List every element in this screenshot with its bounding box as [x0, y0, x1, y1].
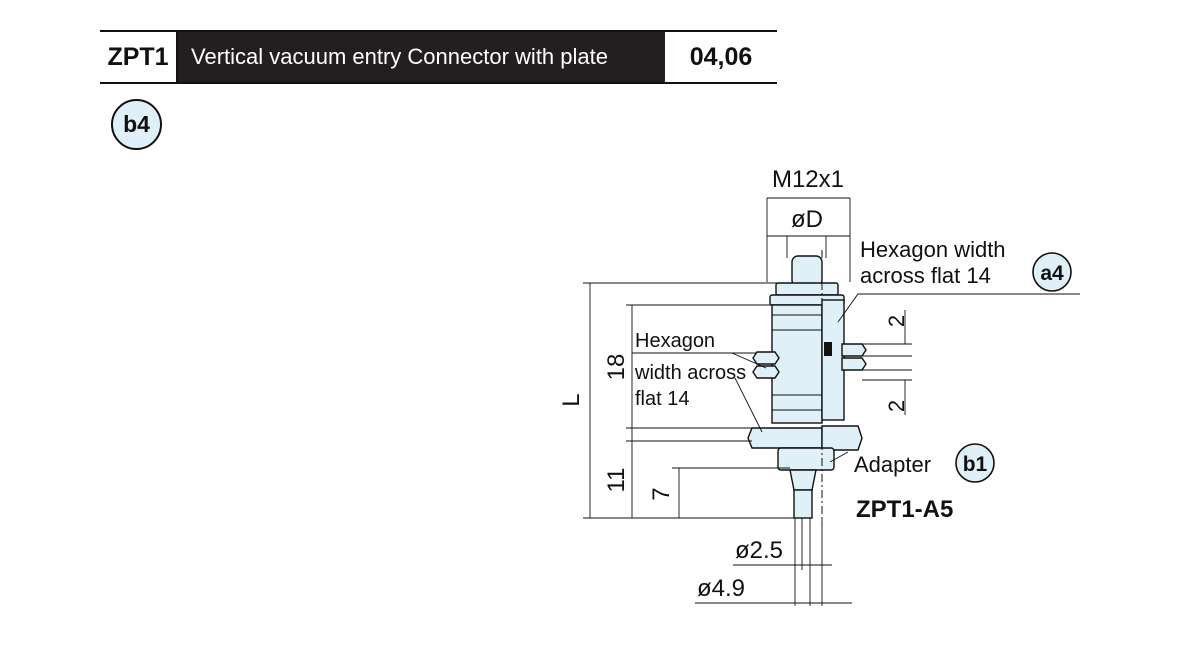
barb-fitting: [789, 469, 817, 491]
seal-mark: [824, 342, 832, 356]
adapter-part-number: ZPT1-A5: [856, 496, 953, 523]
product-title: Vertical vacuum entry Connector with pla…: [178, 32, 665, 82]
title-bar: ZPT1 Vertical vacuum entry Connector wit…: [100, 30, 777, 84]
nut-left-2: [752, 365, 780, 379]
model-code: ZPT1: [100, 32, 178, 82]
dia-large-label: ø4.9: [697, 575, 745, 602]
section-badge: b4: [111, 99, 162, 150]
adapter-badge: b1: [963, 453, 988, 476]
barb-tube: [793, 489, 813, 519]
dim-11-label: 11: [603, 468, 630, 493]
nut-right-2: [841, 357, 867, 371]
hex-top-badge: a4: [1040, 262, 1064, 285]
dim-2-bottom-label: 2: [884, 400, 909, 412]
threaded-body: [771, 304, 823, 424]
dim-2-top-label: 2: [884, 315, 909, 327]
adapter-body: [777, 447, 835, 471]
hex-left-line1: Hexagon: [635, 330, 715, 352]
hex-top-line2: across flat 14: [860, 263, 991, 288]
bore-label: øD: [791, 206, 823, 233]
dia-small-label: ø2.5: [735, 537, 783, 564]
hex-left-line2: width across: [634, 362, 746, 384]
dim-18-label: 18: [603, 354, 630, 381]
adapter-label: Adapter: [854, 452, 931, 477]
adapter-badge-circle: [955, 443, 995, 483]
nut-left-1: [752, 351, 780, 365]
hex-top-badge-circle: [1032, 252, 1072, 292]
hex-left-line3: flat 14: [635, 388, 689, 410]
top-tip: [791, 255, 823, 287]
top-collar: [775, 282, 839, 296]
lower-hex-nut: [747, 427, 823, 449]
dim-length-label: L: [558, 393, 585, 406]
nut-right-1: [841, 343, 867, 357]
hex-top-line1: Hexagon width: [860, 237, 1006, 262]
thread-label: M12x1: [772, 166, 844, 193]
lower-hex-nut-right: [821, 425, 863, 451]
dim-7-label: 7: [648, 487, 675, 500]
size-codes: 04,06: [689, 42, 753, 71]
